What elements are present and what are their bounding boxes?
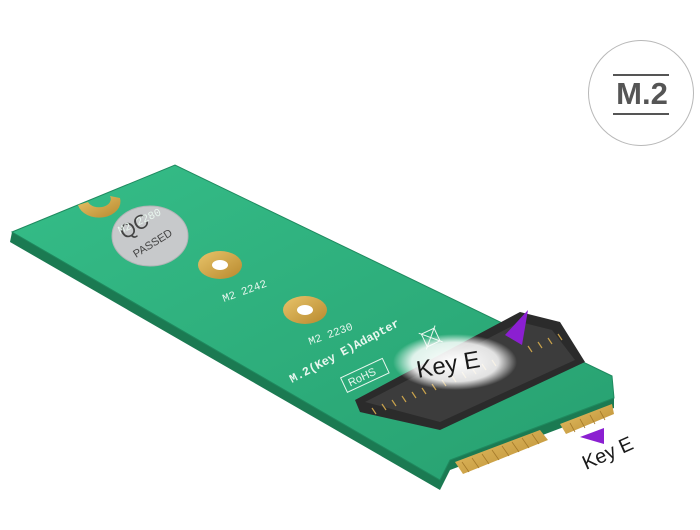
socket-key-arrow-icon xyxy=(505,310,528,345)
key-e-glow xyxy=(393,334,517,390)
hole-2242-center xyxy=(212,260,228,270)
badge-top-line xyxy=(613,74,669,76)
mounting-notch-2280 xyxy=(78,196,121,218)
edge-key-arrow-icon xyxy=(580,428,604,444)
hole-2230-center xyxy=(297,305,313,315)
badge-label: M.2 xyxy=(616,76,668,111)
edge-connector-fingers-left xyxy=(455,430,548,474)
qc-passed-sticker xyxy=(111,205,189,267)
edge-finger-lines xyxy=(461,410,606,473)
m2-form-factor-badge: M.2 xyxy=(588,40,694,146)
badge-bottom-line xyxy=(613,113,669,115)
